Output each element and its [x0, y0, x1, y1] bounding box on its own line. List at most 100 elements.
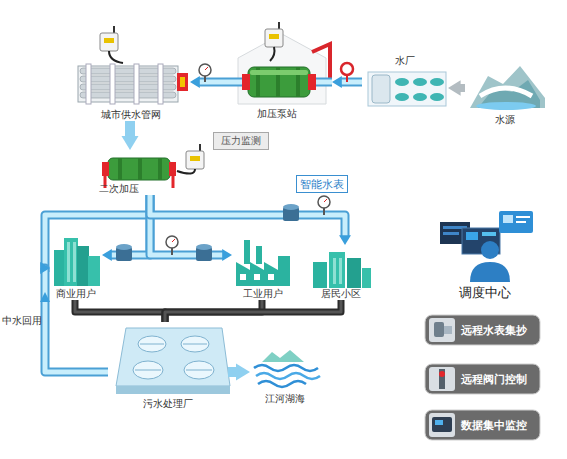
pipe-network-block-part: [180, 77, 185, 87]
pipe-connector: [40, 262, 108, 372]
booster-cylinder-part: [138, 158, 142, 180]
pump-cylinder-part: [250, 70, 308, 75]
monitor-box: 压力监测: [213, 132, 269, 150]
dispatcher-figure-part: [466, 232, 478, 240]
water-plant: [368, 72, 446, 106]
bigblue-connector: [122, 121, 139, 150]
connector-outer: [110, 195, 150, 255]
sewage-plant-part: [116, 386, 230, 394]
residential-buildings: [313, 252, 371, 288]
drain-connector: [75, 300, 165, 322]
sensor-device-part: [265, 29, 283, 47]
arrow-head: [448, 80, 461, 95]
connector-outer: [150, 195, 224, 255]
dispatcher-figure-part: [516, 221, 526, 223]
pipe-connector: [150, 195, 232, 261]
pressure-gauge-part: [199, 64, 211, 76]
water-source-part: [476, 102, 536, 110]
connector-inner: [150, 195, 224, 255]
node-label: 远程阀门控制: [461, 373, 527, 385]
pressure-gauge-part: [166, 236, 178, 248]
sensor-device: [265, 22, 283, 61]
drain-connector: [165, 300, 341, 322]
sensor-device-part: [199, 144, 201, 151]
valve-wheel-part: [341, 63, 353, 75]
pressure-gauge-part: [172, 239, 175, 242]
factory: [236, 240, 290, 286]
pipe-network-block-part: [158, 64, 163, 104]
sewage-plant: [116, 328, 230, 394]
pipe-network-block-part: [86, 64, 91, 104]
function-row-background-part: [429, 413, 455, 437]
water-source-node: 水源: [465, 60, 545, 126]
function-row: 远程阀门控制: [425, 364, 540, 394]
node-label: 智能水表: [300, 178, 344, 190]
sensor-device-part: [100, 33, 118, 51]
function-row-background-part: [444, 326, 452, 334]
water-plant-part: [395, 78, 409, 86]
function-row-background-part: [432, 417, 452, 432]
factory-part: [240, 274, 246, 280]
node-label: 江河湖海: [265, 393, 305, 405]
water-meter-part: [116, 244, 132, 250]
booster-cylinder-part: [172, 176, 175, 188]
arrow-head: [332, 76, 342, 88]
function-row-background-part: [429, 318, 455, 342]
dispatcher-figure: [440, 211, 533, 282]
connector-inner: [150, 195, 345, 237]
booster-cylinder-part: [158, 158, 162, 180]
connector-inner: [42, 268, 108, 372]
dispatcher-figure-part: [443, 232, 459, 235]
connector-outer: [340, 78, 362, 87]
arrow-head: [102, 249, 112, 261]
sensor-device: [100, 26, 123, 63]
river-waves: [254, 350, 320, 387]
sensor-device-part: [177, 169, 195, 174]
connector-inner: [198, 80, 222, 85]
arrow-head: [122, 136, 139, 150]
commercial-buildings-part: [77, 246, 89, 286]
water-source: [470, 66, 545, 110]
pressure-gauge-part: [171, 248, 173, 255]
commercial-buildings-part: [64, 238, 78, 286]
node-label: 二次加压: [99, 183, 139, 195]
pipe-connector: [190, 76, 222, 88]
water-source-part: [480, 88, 532, 96]
connector-inner: [110, 195, 150, 255]
pipe-network-block-part: [110, 64, 115, 104]
pump-cylinder-part: [248, 67, 310, 97]
arrow-head: [40, 262, 50, 274]
connector-outer: [165, 300, 341, 322]
sensor-device-part: [278, 22, 280, 29]
function-row-background-part: [425, 315, 540, 345]
sewage-plant-part: [186, 370, 212, 371]
water-meter-part: [196, 244, 212, 250]
residential-buildings-part: [333, 258, 336, 284]
water-plant-part: [372, 75, 390, 103]
water-plant-part: [413, 78, 427, 86]
dispatcher-figure-part: [470, 262, 510, 282]
pipe-connector: [150, 195, 351, 245]
residential-buildings-part: [347, 258, 361, 288]
pressure-gauge-part: [318, 196, 330, 208]
water-plant-node: 水厂: [362, 55, 448, 110]
pressure-gauge-part: [204, 76, 206, 82]
pressure-gauge-part: [205, 67, 208, 70]
arrow-head: [222, 249, 232, 261]
sensor-device-part: [186, 151, 204, 169]
sensor-device-part: [104, 38, 114, 43]
sewage-plant-part: [135, 370, 161, 371]
pipe-network-block-part: [134, 64, 139, 104]
river-waves-part: [256, 373, 320, 379]
pressure-gauge: [166, 236, 178, 255]
flow-arrow-part: [40, 292, 50, 302]
pump-station-node: 加压泵站: [222, 30, 332, 120]
function-row-background-part: [439, 369, 445, 389]
pump-cylinder: [242, 67, 316, 97]
water-source-part: [470, 66, 545, 108]
node-label: 压力监测: [221, 135, 261, 147]
connector-outer: [150, 195, 345, 237]
node-label: 城市供水管网: [101, 109, 161, 121]
function-row-background-part: [425, 364, 540, 394]
